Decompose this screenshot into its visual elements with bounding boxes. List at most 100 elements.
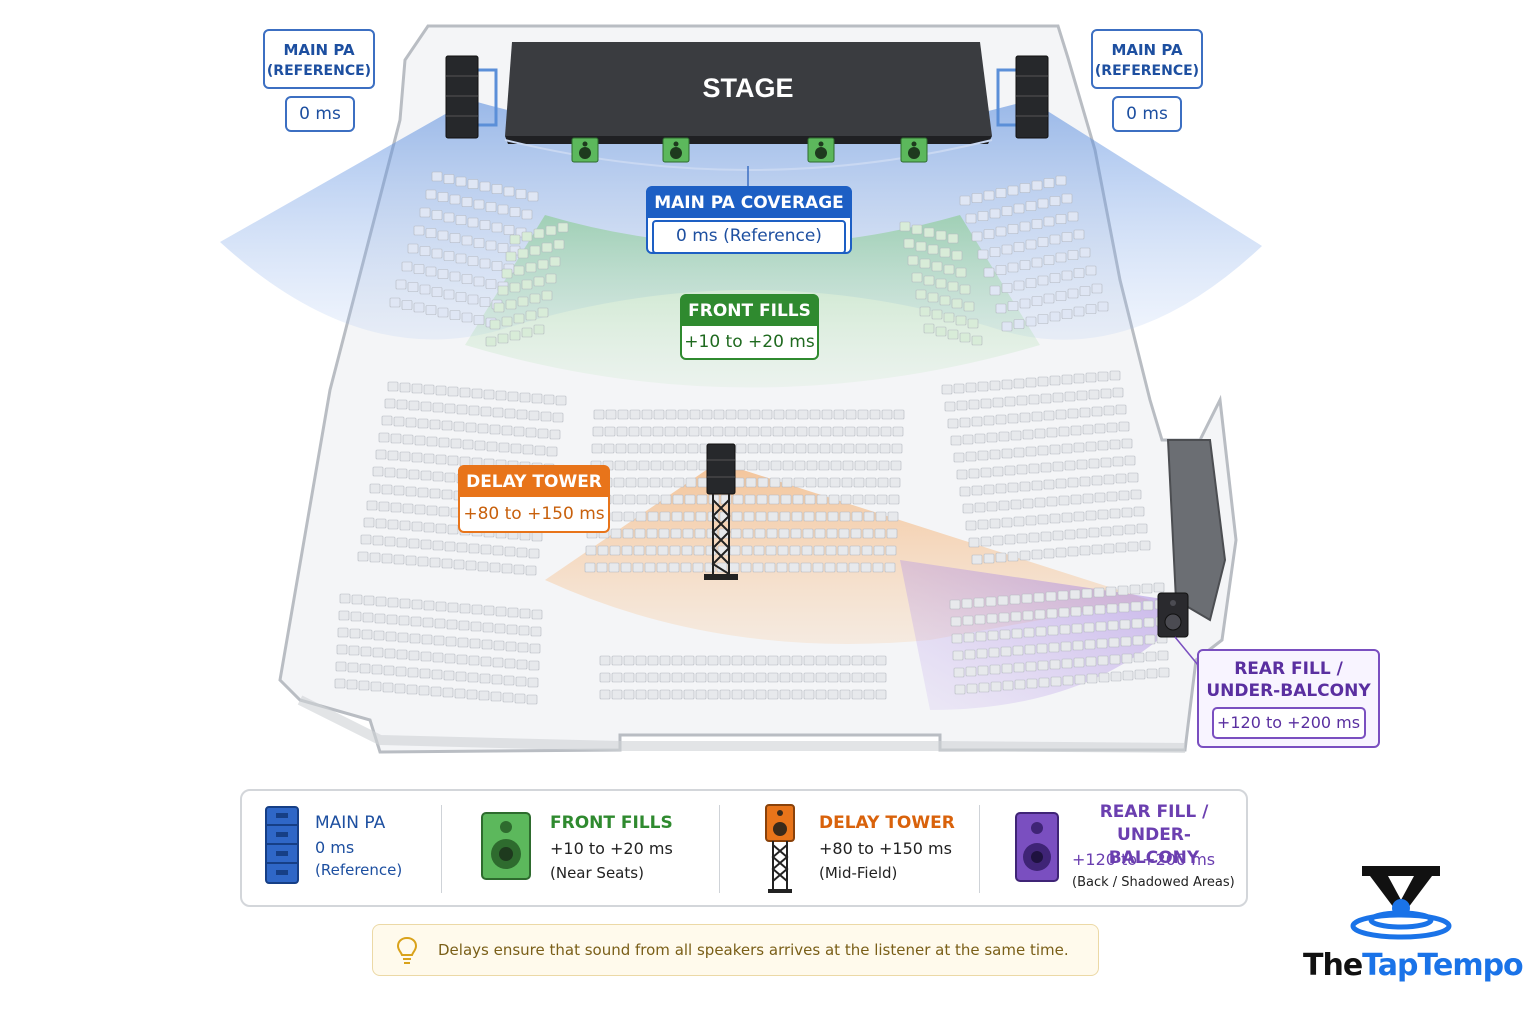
seat — [515, 189, 527, 199]
seat — [790, 528, 802, 539]
seat — [683, 511, 695, 522]
side-room — [1166, 439, 1227, 622]
seat — [399, 520, 411, 531]
seat — [419, 246, 431, 256]
seat — [851, 511, 863, 522]
seat — [1130, 601, 1142, 612]
seat — [754, 528, 766, 539]
seat — [886, 528, 898, 539]
seat — [1026, 678, 1038, 689]
seat — [1061, 232, 1073, 242]
seat — [877, 477, 889, 488]
seat — [803, 672, 815, 683]
seat — [812, 562, 824, 573]
seat — [521, 209, 533, 220]
seat — [681, 545, 693, 556]
seat — [495, 390, 507, 401]
seat — [779, 672, 791, 683]
seat — [983, 229, 995, 239]
seat — [632, 562, 644, 573]
legend-rear-fill-title-2: UNDER-BALCONY — [1108, 825, 1200, 868]
seat — [432, 652, 444, 663]
seat — [1013, 662, 1025, 673]
seat — [673, 477, 685, 488]
seat — [425, 266, 437, 277]
seat — [383, 665, 395, 676]
seat — [482, 622, 494, 633]
main-pa-left-subtitle: (REFERENCE) — [266, 63, 372, 79]
seat — [637, 477, 649, 488]
seat — [779, 689, 791, 700]
seat — [1028, 532, 1040, 543]
seat — [359, 663, 371, 674]
seat — [891, 443, 903, 454]
front-fills-title: FRONT FILLS — [682, 296, 817, 326]
seat — [498, 442, 510, 453]
seat — [1061, 658, 1073, 669]
seat — [1073, 306, 1085, 317]
seat — [471, 388, 483, 399]
seat — [443, 670, 455, 681]
seat — [413, 302, 425, 313]
seat — [1046, 496, 1058, 507]
seat — [788, 562, 800, 573]
seat — [1112, 387, 1124, 398]
seat — [485, 240, 497, 251]
legend-divider — [979, 805, 980, 893]
seat — [1118, 490, 1130, 501]
seat — [450, 438, 462, 449]
seat — [1134, 669, 1146, 680]
seat — [915, 289, 927, 300]
legend-front-fills-note: (Near Seats) — [550, 864, 644, 882]
delay-tower-icon — [765, 804, 795, 893]
seat — [473, 199, 485, 210]
seat — [992, 466, 1004, 477]
seat — [983, 553, 995, 564]
seat — [1096, 638, 1108, 649]
seat — [1024, 644, 1036, 655]
seat — [712, 426, 724, 437]
seat — [647, 511, 659, 522]
seat — [676, 426, 688, 437]
seat — [434, 618, 446, 629]
seat — [633, 545, 645, 556]
seat — [1061, 512, 1073, 523]
seat — [1034, 428, 1046, 439]
main-pa-left-callout: MAIN PA (REFERENCE) — [263, 29, 375, 89]
seat — [1055, 175, 1067, 186]
seat — [915, 241, 927, 252]
seat — [980, 536, 992, 547]
seat — [968, 468, 980, 479]
legend-front-fills-delay: +10 to +20 ms — [550, 839, 673, 858]
rear-fill-title-1: REAR FILL / — [1234, 659, 1343, 679]
seat — [546, 446, 558, 457]
seat — [1098, 672, 1110, 683]
legend-main-pa-delay: 0 ms — [315, 838, 355, 857]
seat — [597, 545, 609, 556]
seat — [509, 330, 521, 341]
seat — [985, 596, 997, 607]
seat — [728, 562, 740, 573]
seat — [398, 615, 410, 626]
seat — [442, 687, 454, 698]
seat — [528, 548, 540, 559]
seat — [585, 545, 597, 556]
seat — [382, 682, 394, 693]
seat — [1043, 293, 1055, 304]
seat — [641, 409, 653, 420]
seat — [491, 261, 503, 271]
seat — [1007, 224, 1019, 234]
seat — [444, 653, 456, 664]
seat — [959, 417, 971, 428]
seat — [685, 477, 697, 488]
seat — [671, 511, 683, 522]
seat — [1081, 588, 1093, 599]
seat — [873, 545, 885, 556]
seat — [432, 540, 444, 551]
seat — [1069, 589, 1081, 600]
seat — [977, 381, 989, 392]
seat — [1071, 623, 1083, 634]
seat — [741, 545, 753, 556]
seat — [347, 662, 359, 673]
seat — [779, 655, 791, 666]
